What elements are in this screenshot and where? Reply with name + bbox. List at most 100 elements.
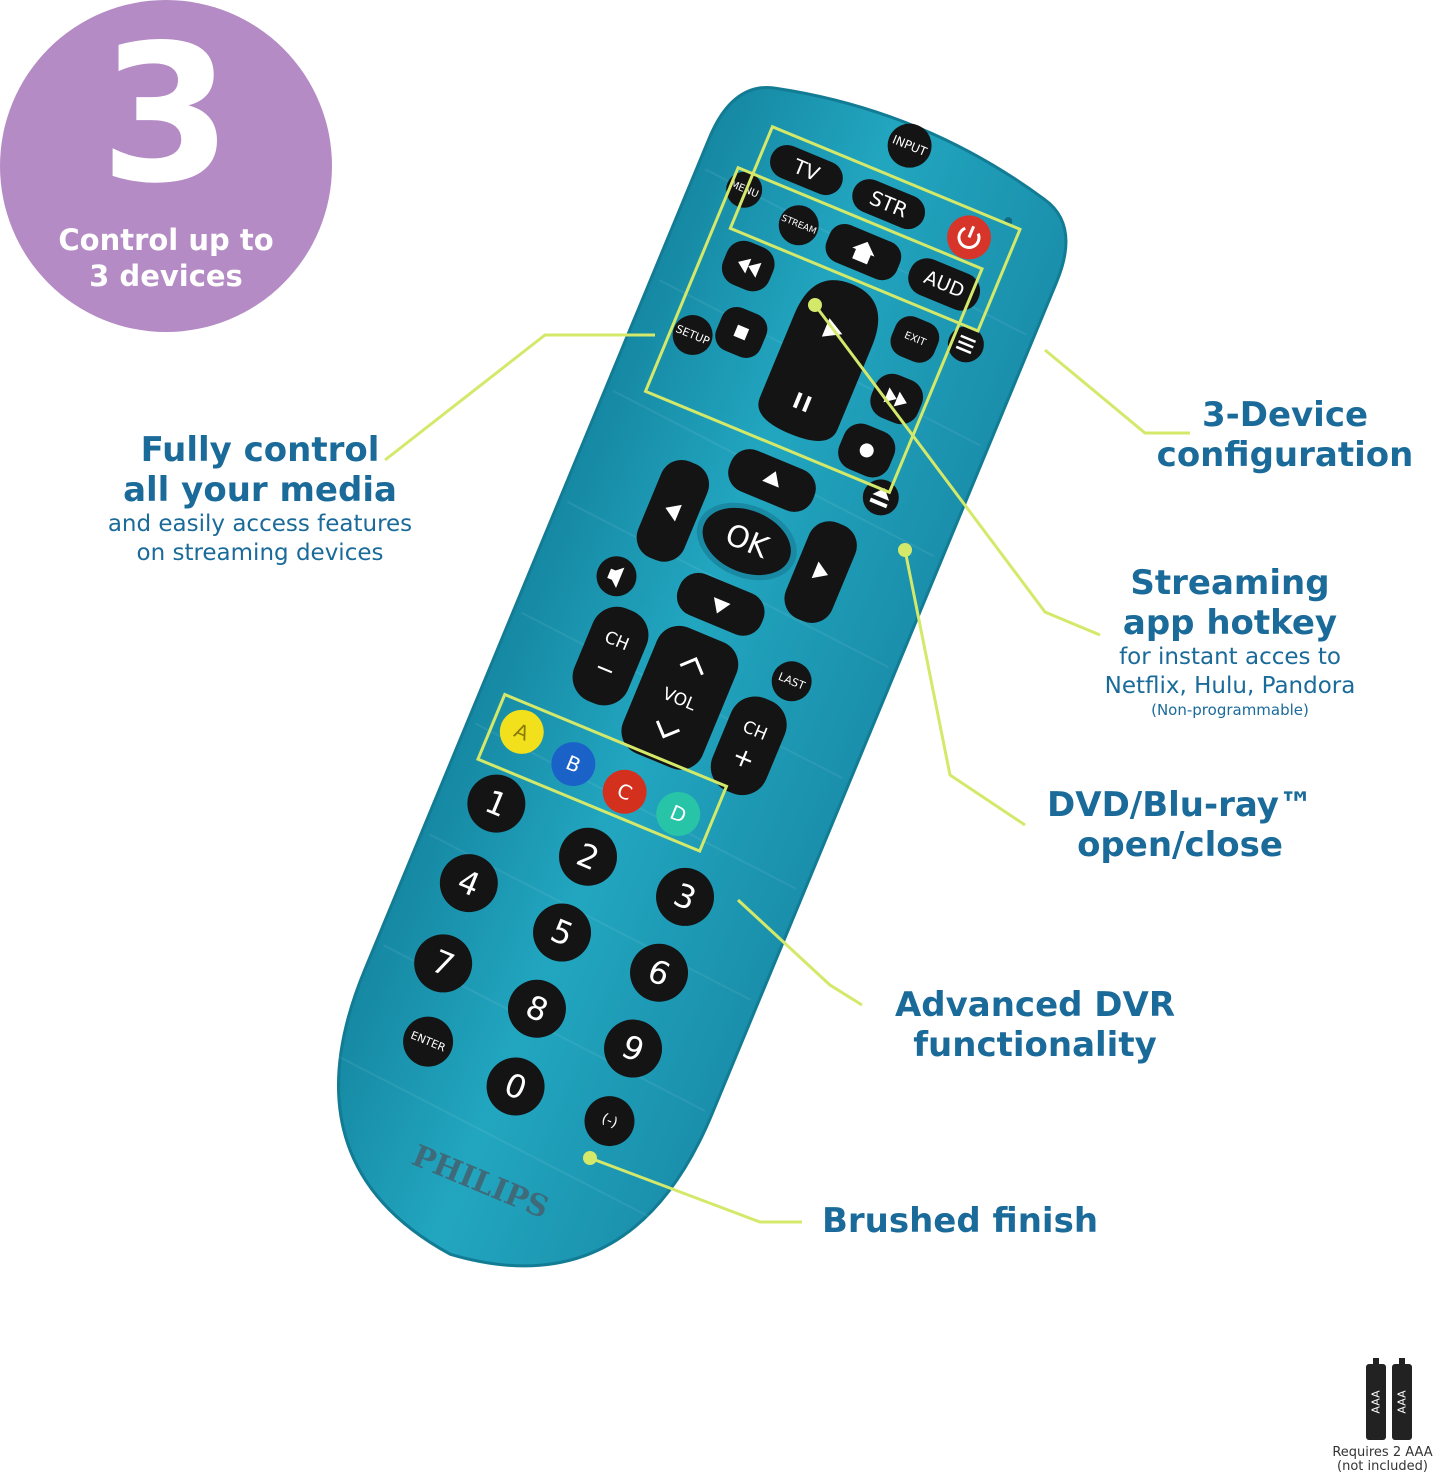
fast-forward-button[interactable] (865, 368, 929, 430)
arrow-down-icon (713, 597, 731, 614)
callout-dvr: Advanced DVR functionality (870, 985, 1200, 1065)
channel-up-button[interactable]: CH + (703, 688, 795, 803)
callout-media-heading-1: Fully control (140, 430, 380, 470)
digit-1-button[interactable]: 1 (458, 766, 534, 842)
rewind-button[interactable] (716, 235, 780, 297)
streaming-dot (808, 298, 822, 312)
home-icon (852, 241, 875, 265)
digit-8-button[interactable]: 8 (499, 971, 575, 1047)
callout-streaming: Streaming app hotkey for instant acces t… (1060, 563, 1400, 719)
dpad-left-button[interactable] (630, 453, 716, 568)
callout-media-body-1: and easily access features (107, 511, 413, 537)
finish-leader-line (589, 1156, 802, 1224)
callout-device-config: 3-Device configuration (1130, 395, 1440, 475)
digit-5-button[interactable]: 5 (524, 895, 600, 971)
callout-streaming-heading-2: app hotkey (1122, 603, 1338, 643)
callout-finish: Brushed finish (800, 1201, 1120, 1241)
dvr-leader-line (736, 898, 863, 1007)
last-button[interactable]: LAST (766, 655, 818, 707)
device-keys-highlight (728, 124, 1022, 333)
digit-7-button[interactable]: 7 (405, 926, 481, 1002)
enter-button[interactable]: ENTER (395, 1009, 460, 1074)
mute-button[interactable] (590, 550, 642, 602)
media-keys-highlight (643, 165, 984, 495)
media-leader-line (384, 333, 655, 462)
badge-number: 3 (99, 4, 233, 225)
record-icon (859, 443, 874, 458)
stream-button[interactable]: STREAM (773, 199, 825, 251)
power-icon (957, 226, 981, 249)
callout-dvd-heading-2: open/close (1077, 825, 1283, 865)
callout-dots (583, 298, 912, 1165)
callout-lines (384, 304, 1190, 1224)
stop-icon (733, 324, 750, 341)
home-button[interactable] (821, 219, 907, 285)
callout-dvd-heading-1: DVD/Blu-ray™ (1047, 785, 1313, 825)
finish-dot (583, 1151, 597, 1165)
callout-config-heading-1: 3-Device (1201, 395, 1369, 435)
setup-button[interactable]: SETUP (666, 309, 718, 361)
dpad-down-button[interactable] (671, 567, 771, 642)
battery-icon: AAA AAA (1366, 1358, 1412, 1440)
digit-6-button[interactable]: 6 (621, 935, 697, 1011)
badge-caption-line1: Control up to (58, 223, 274, 257)
arrow-up-icon (762, 471, 779, 488)
dpad-right-button[interactable] (778, 514, 864, 629)
battery-cell-2-label: AAA (1396, 1390, 1409, 1414)
callout-dvr-heading-2: functionality (913, 1025, 1157, 1065)
callout-dvd: DVD/Blu-ray™ open/close (1020, 785, 1340, 865)
device-count-badge: 3 Control up to 3 devices (0, 0, 332, 332)
callout-dvr-heading-1: Advanced DVR (894, 985, 1176, 1025)
d-button[interactable]: D (649, 785, 706, 842)
dpad: OK (630, 443, 864, 642)
power-button[interactable] (940, 209, 997, 266)
streaming-leader-line (813, 304, 1101, 637)
digit-0-button[interactable]: 0 (478, 1049, 554, 1125)
tv-button[interactable]: TV (765, 140, 848, 200)
dvd-leader-line (903, 549, 1026, 827)
callout-media-heading-2: all your media (123, 470, 397, 510)
digit-4-button[interactable]: 4 (431, 845, 507, 921)
record-button[interactable] (833, 418, 901, 483)
stop-button[interactable] (710, 302, 772, 363)
dpad-up-button[interactable] (722, 443, 822, 518)
volume-rocker[interactable]: VOL (614, 618, 745, 777)
callout-config-heading-2: configuration (1156, 435, 1414, 475)
menu-button[interactable]: MENU (721, 166, 768, 213)
badge-caption: Control up to 3 devices (0, 222, 332, 294)
dash-button[interactable]: (-) (577, 1088, 642, 1153)
a-button[interactable]: A (493, 703, 550, 760)
pause-icon (792, 392, 812, 413)
aud-button[interactable]: AUD (903, 253, 986, 316)
config-leader-line (1044, 348, 1190, 435)
callout-finish-heading: Brushed finish (821, 1201, 1099, 1241)
b-button[interactable]: B (545, 735, 602, 792)
ok-button[interactable]: OK (685, 488, 809, 594)
c-button[interactable]: C (596, 763, 653, 820)
digit-9-button[interactable]: 9 (595, 1011, 671, 1087)
chevron-down-icon (655, 720, 681, 739)
digit-3-button[interactable]: 3 (647, 859, 723, 935)
arrow-left-icon (665, 504, 682, 522)
eject-icon (869, 488, 890, 509)
callout-streaming-body-2: Netflix, Hulu, Pandora (1104, 673, 1356, 699)
chevron-up-icon (679, 657, 704, 676)
callout-streaming-heading-1: Streaming (1130, 563, 1330, 603)
battery-note: Requires 2 AAA (not included) (1320, 1446, 1445, 1474)
rewind-icon (738, 258, 762, 278)
channel-down-button[interactable]: CH − (565, 599, 657, 714)
arrow-right-icon (811, 561, 829, 579)
fast-forward-icon (883, 387, 907, 407)
input-button[interactable]: INPUT (881, 117, 938, 174)
exit-button[interactable]: EXIT (886, 311, 945, 367)
options-button[interactable] (942, 321, 989, 368)
digit-2-button[interactable]: 2 (550, 819, 626, 895)
dvr-keys-highlight (476, 692, 729, 853)
options-icon (955, 334, 977, 355)
remote-control: INPUT TV STR MENU STREAM (337, 86, 1068, 1268)
battery-note-line1: Requires 2 AAA (1332, 1445, 1433, 1460)
callout-streaming-note: (Non-programmable) (1151, 701, 1309, 719)
battery-note-line2: (not included) (1337, 1459, 1428, 1474)
callout-media-body-2: on streaming devices (136, 540, 384, 566)
